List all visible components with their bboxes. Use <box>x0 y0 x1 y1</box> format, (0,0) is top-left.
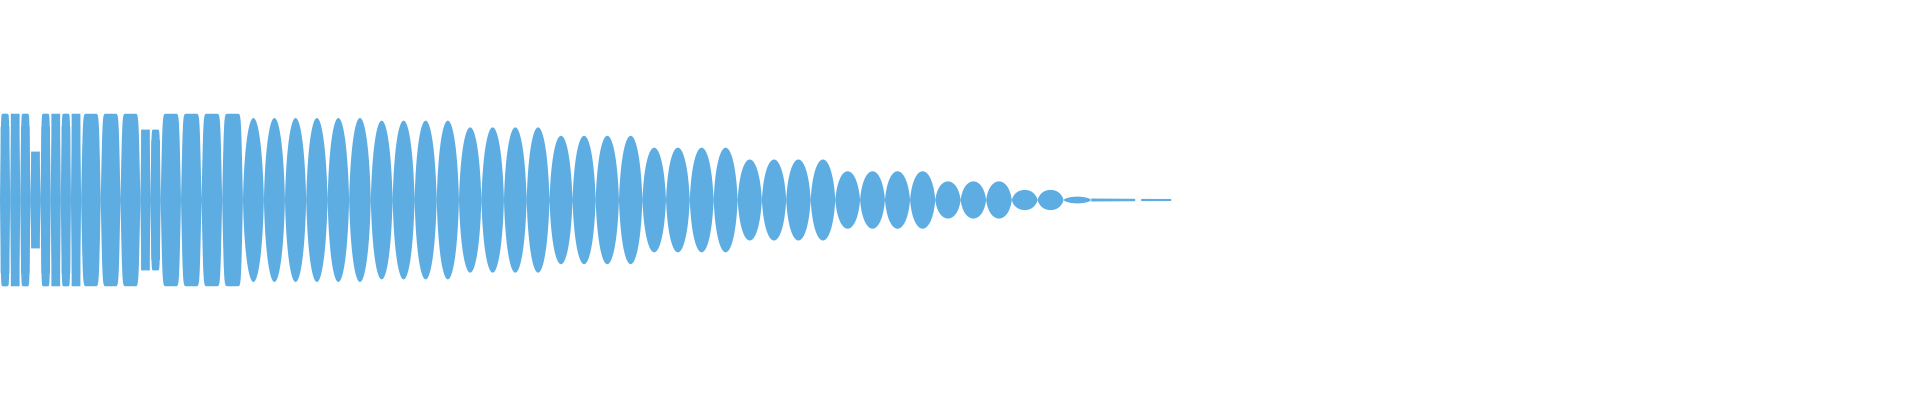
waveform-spike <box>10 113 13 287</box>
waveform-lobe <box>786 159 811 241</box>
waveform-tail <box>1091 197 1172 203</box>
waveform-lobe <box>160 113 182 287</box>
waveform-lobe <box>370 120 393 280</box>
waveform-spike <box>71 113 74 287</box>
waveform-spike <box>37 151 40 249</box>
waveform-lobe <box>526 127 550 273</box>
waveform-spike <box>44 113 47 287</box>
waveform-lobe <box>689 147 714 253</box>
waveform-spike <box>78 113 81 287</box>
waveform-lobe <box>306 118 328 282</box>
waveform-lobe <box>284 118 307 282</box>
waveform-spike <box>151 140 154 260</box>
waveform-lobe <box>81 113 101 287</box>
waveform-spike <box>20 126 23 274</box>
waveform-lobe <box>986 181 1012 219</box>
waveform-lobe <box>884 171 911 229</box>
waveform-lobe <box>860 171 885 229</box>
waveform-lobe <box>481 127 504 273</box>
waveform-lobe <box>120 113 141 287</box>
waveform-lobe <box>392 120 415 280</box>
waveform-lobe <box>935 181 961 219</box>
waveform-lobe <box>458 127 482 273</box>
waveform-spike <box>58 113 61 287</box>
waveform-lobe <box>549 135 573 265</box>
waveform-spike <box>75 126 78 274</box>
waveform-spike <box>68 126 71 274</box>
waveform-spike <box>147 129 150 271</box>
waveform-tail-line <box>1091 198 1172 202</box>
waveform-lobe <box>414 120 437 280</box>
waveform-lobe <box>436 120 459 280</box>
waveform-spike <box>34 158 37 242</box>
waveform-spike <box>14 126 17 274</box>
waveform-spike <box>51 113 54 287</box>
waveform-lobe <box>201 113 223 287</box>
waveform-lobe <box>349 118 371 282</box>
waveform-lobe <box>642 147 667 253</box>
waveform-lobe <box>618 135 643 265</box>
waveform-lobe <box>1037 189 1064 211</box>
waveform-lobe <box>242 118 264 282</box>
waveform-lobe <box>263 118 285 282</box>
waveform-lobes <box>0 113 1092 287</box>
waveform-spike <box>54 126 57 274</box>
waveform-lobe <box>960 181 987 219</box>
waveform-spike <box>24 113 27 287</box>
waveform-lobe <box>910 171 936 229</box>
waveform-lobe <box>713 147 738 253</box>
waveform-spike <box>157 140 160 260</box>
waveform-spike <box>27 126 30 274</box>
waveform-spike <box>47 126 50 274</box>
waveform-lobe <box>666 147 690 253</box>
waveform-spike <box>31 151 34 249</box>
waveform-lobe <box>737 159 762 241</box>
waveform-spike <box>17 113 20 287</box>
waveform-lobe <box>835 171 861 229</box>
waveform-lobe <box>1011 189 1038 211</box>
waveform-spike <box>41 126 44 274</box>
waveform-lobe <box>181 113 202 287</box>
waveform-lobe <box>572 135 596 265</box>
waveform-spike <box>154 129 157 271</box>
waveform-lobe <box>595 135 619 265</box>
waveform-lobe <box>503 127 527 273</box>
waveform-spike <box>4 113 7 287</box>
waveform-lobe <box>100 113 121 287</box>
waveform-lobe <box>810 159 836 241</box>
waveform-spike <box>0 126 3 274</box>
waveform-lobe <box>761 159 787 241</box>
waveform-spike <box>141 129 144 271</box>
waveform-spike <box>64 113 67 287</box>
waveform-tail-gap <box>1135 197 1142 203</box>
waveform-lobe <box>1063 196 1092 204</box>
waveform-lobe <box>222 113 243 287</box>
waveform-spike <box>7 126 10 274</box>
waveform-lobe <box>327 118 350 282</box>
waveform-spike <box>144 140 147 260</box>
waveform-spike <box>61 126 64 274</box>
